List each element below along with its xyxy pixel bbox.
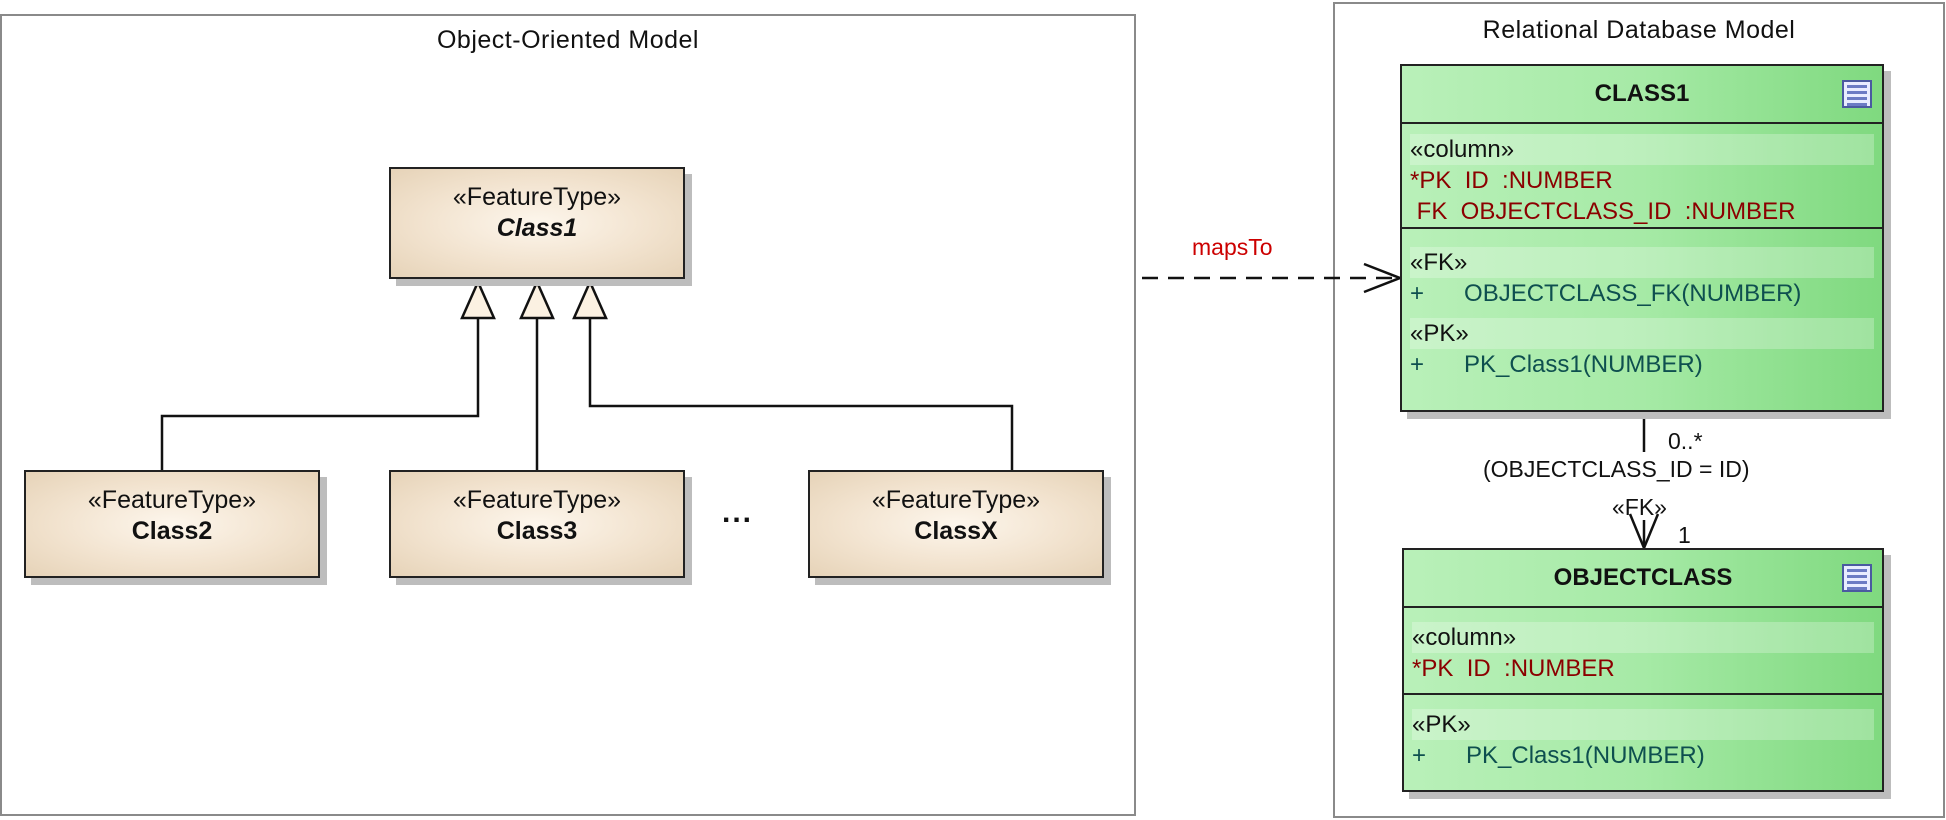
operations-section: «PK» + PK_Class1(NUMBER) — [1404, 693, 1882, 775]
pk-operation: + PK_Class1(NUMBER) — [1410, 351, 1703, 378]
class-name: Class1 — [496, 214, 578, 242]
column-row: FK OBJECTCLASS_ID :NUMBER — [1410, 198, 1796, 225]
stereotype-label: «FeatureType» — [87, 486, 257, 514]
pk-stereotype: «PK» — [1412, 709, 1874, 740]
package-title: Relational Database Model — [1482, 16, 1796, 44]
table-header: OBJECTCLASS — [1404, 550, 1882, 608]
columns-section: «column» *PK ID :NUMBER FK OBJECTCLASS_I… — [1402, 124, 1882, 227]
package-title: Object-Oriented Model — [436, 26, 699, 54]
generalization-classx — [588, 318, 1014, 470]
table-name: OBJECTCLASS — [1553, 564, 1733, 591]
column-row: *PK ID :NUMBER — [1412, 655, 1615, 682]
table-class1[interactable]: CLASS1 «column» *PK ID :NUMBER FK OBJECT… — [1400, 64, 1884, 412]
fk-operation: + OBJECTCLASS_FK(NUMBER) — [1410, 280, 1802, 307]
table-icon — [1842, 80, 1872, 108]
class-class1[interactable]: «FeatureType» Class1 — [389, 167, 685, 279]
stereotype-label: «FeatureType» — [871, 486, 1041, 514]
table-icon — [1842, 564, 1872, 592]
fk-condition-label: (OBJECTCLASS_ID = ID) — [1483, 456, 1750, 482]
fk-stereotype: «FK» — [1410, 247, 1874, 278]
pk-operation: + PK_Class1(NUMBER) — [1412, 742, 1705, 769]
class-name: Class2 — [131, 517, 213, 545]
maps-to-label: mapsTo — [1192, 234, 1273, 260]
ellipsis: ... — [722, 496, 754, 529]
fk-multiplicity-source: 0..* — [1668, 428, 1703, 454]
table-header: CLASS1 — [1402, 66, 1882, 124]
fk-multiplicity-target: 1 — [1678, 522, 1691, 548]
operations-section: «FK» + OBJECTCLASS_FK(NUMBER) «PK» + PK_… — [1402, 227, 1882, 384]
class-name: ClassX — [914, 517, 998, 545]
generalization-arrowhead — [519, 278, 555, 320]
class-classx[interactable]: «FeatureType» ClassX — [808, 470, 1104, 578]
generalization-arrowhead — [460, 278, 496, 320]
stereotype-label: «FeatureType» — [452, 183, 622, 211]
column-row: *PK ID :NUMBER — [1410, 167, 1613, 194]
class-class3[interactable]: «FeatureType» Class3 — [389, 470, 685, 578]
table-name: CLASS1 — [1594, 80, 1690, 107]
fk-stereotype-label: «FK» — [1612, 494, 1667, 520]
table-objectclass[interactable]: OBJECTCLASS «column» *PK ID :NUMBER «PK»… — [1402, 548, 1884, 792]
class-name: Class3 — [496, 517, 578, 545]
columns-stereotype: «column» — [1410, 134, 1874, 165]
columns-section: «column» *PK ID :NUMBER — [1404, 608, 1882, 693]
columns-stereotype: «column» — [1412, 622, 1874, 653]
pk-stereotype: «PK» — [1410, 318, 1874, 349]
class-class2[interactable]: «FeatureType» Class2 — [24, 470, 320, 578]
generalization-arrowhead — [572, 278, 608, 320]
generalization-class2 — [160, 318, 480, 470]
stereotype-label: «FeatureType» — [452, 486, 622, 514]
